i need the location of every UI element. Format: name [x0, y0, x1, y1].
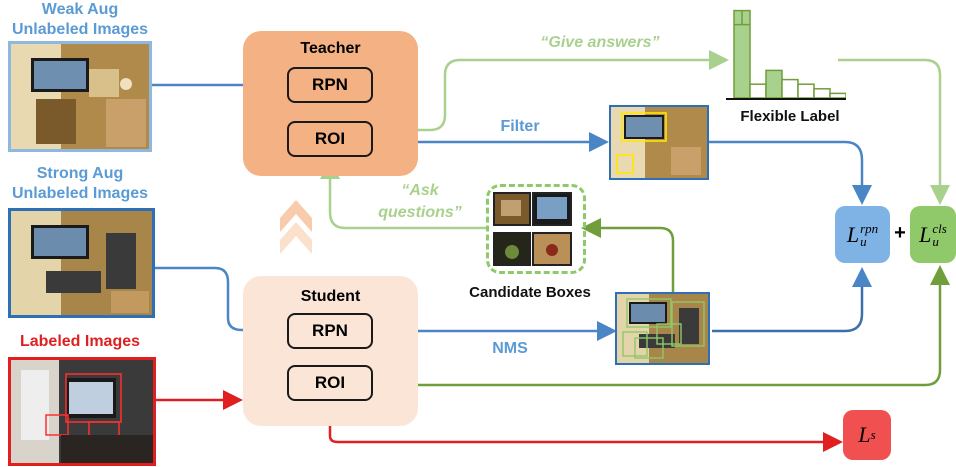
- loss-rpn-sup: rpn: [860, 220, 879, 236]
- give-answers-label: “Give answers”: [540, 34, 660, 51]
- flexible-label-histogram: [726, 9, 846, 100]
- histogram-bar-3: [765, 69, 783, 99]
- student-rpn-box: RPN: [287, 313, 373, 349]
- loss-cls-sub: u: [932, 233, 939, 249]
- arrow-label-to-lcls: [838, 58, 950, 205]
- strong-aug-title-line2: Unlabeled Images: [11, 185, 149, 202]
- strong-aug-title: Strong Aug Unlabeled Images: [0, 164, 160, 204]
- loss-rpn-base: L: [846, 221, 860, 247]
- ask-questions-label: “Ask questions”: [365, 180, 475, 224]
- weak-aug-title: Weak Aug Unlabeled Images: [0, 0, 160, 40]
- histogram-bar-2: [749, 83, 767, 99]
- filter-label: Filter: [500, 118, 540, 135]
- strong-aug-title-line1: Strong Aug: [36, 165, 124, 182]
- loss-cls-base: L: [919, 221, 932, 247]
- teacher-roi-box: ROI: [287, 121, 373, 157]
- arrow-strong-to-student-rpn: [155, 266, 287, 340]
- arrow-give-answers: [373, 50, 729, 132]
- arrow-student-to-ls: [328, 425, 843, 452]
- ema-chevron-icon: [280, 200, 312, 254]
- loss-cls-sup: cls: [932, 220, 947, 236]
- candidate-crop-3: [493, 232, 531, 266]
- strong-aug-image: [8, 208, 155, 318]
- filtered-image: [609, 105, 709, 180]
- loss-sup-sub: s: [870, 427, 876, 442]
- weak-aug-image: [8, 41, 152, 152]
- histogram-bar-7: [829, 92, 846, 99]
- flexible-label-caption: Flexible Label: [740, 108, 840, 125]
- candidate-boxes-label: Candidate Boxes: [469, 284, 591, 301]
- weak-aug-title-line1: Weak Aug: [41, 1, 119, 18]
- weak-aug-title-line2: Unlabeled Images: [11, 21, 149, 38]
- candidate-crop-4: [532, 232, 572, 266]
- arrow-ask-questions: [320, 159, 486, 230]
- ask-questions-line2: questions”: [378, 204, 462, 221]
- nms-label: NMS: [492, 340, 528, 357]
- nms-image: [615, 292, 710, 365]
- candidate-boxes-panel: [486, 184, 586, 274]
- student-roi-box: ROI: [287, 365, 373, 401]
- arrow-filter-to-lrpn: [708, 140, 872, 205]
- student-title: Student: [300, 288, 361, 305]
- loss-rpn-sub: u: [860, 233, 867, 249]
- candidate-crop-2: [532, 192, 572, 226]
- teacher-panel: [243, 31, 418, 176]
- teacher-title: Teacher: [300, 40, 361, 57]
- arrow-student-roi-to-lcls: [373, 265, 950, 387]
- histogram-bar-6: [813, 88, 831, 99]
- arrow-nms-to-lrpn: [712, 267, 872, 333]
- labeled-image: [8, 357, 156, 466]
- histogram-bar-5: [797, 83, 815, 99]
- student-panel: [243, 276, 418, 426]
- arrow-nms-to-candidates: [581, 218, 675, 292]
- candidate-crop-1: [493, 192, 531, 226]
- plus-sign: +: [894, 222, 906, 244]
- loss-sup-base: L: [858, 422, 871, 447]
- histogram-bar-4: [781, 78, 799, 99]
- teacher-rpn-box: RPN: [287, 67, 373, 103]
- labeled-images-title: Labeled Images: [19, 333, 141, 350]
- ask-questions-line1: “Ask: [401, 182, 439, 199]
